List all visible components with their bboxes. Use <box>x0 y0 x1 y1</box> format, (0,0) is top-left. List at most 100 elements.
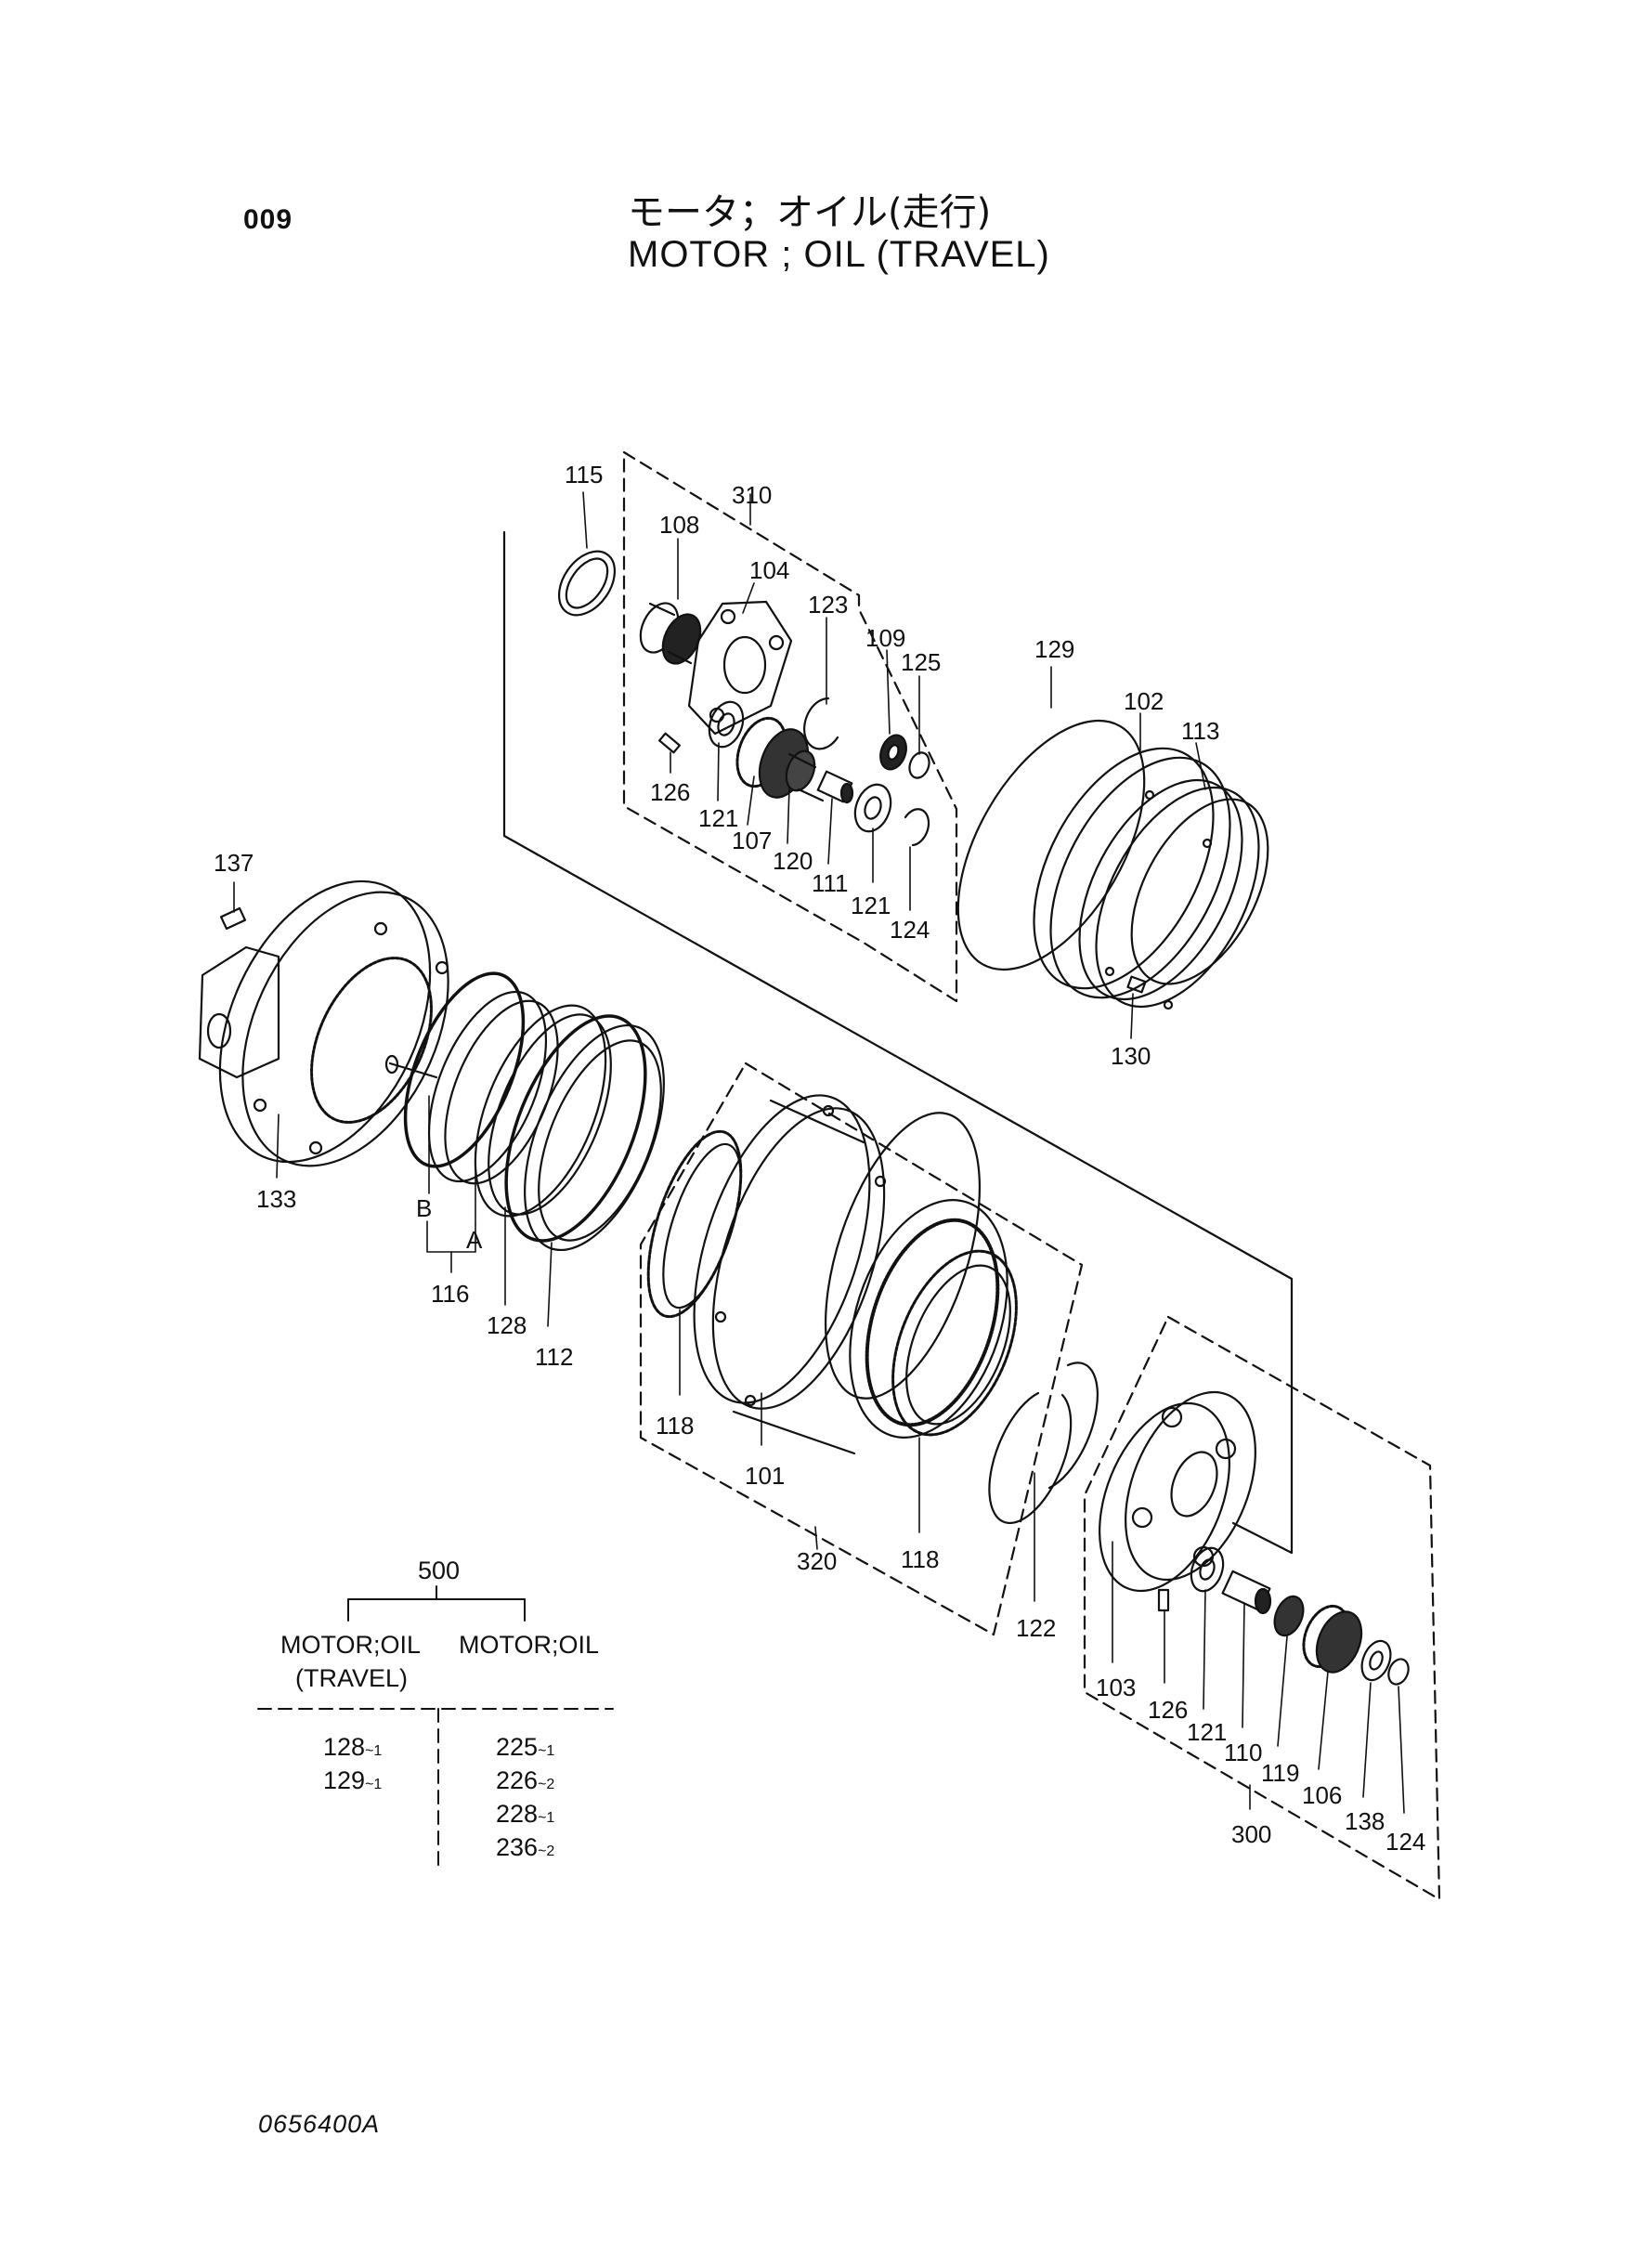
label-116: 116 <box>431 1280 469 1308</box>
snap-ring-122 <box>988 1391 1073 1525</box>
kit-right-row-4-part: 236 <box>496 1833 538 1861</box>
kit-right-row-3-part: 228 <box>496 1800 538 1828</box>
label-110: 110 <box>1224 1739 1262 1766</box>
washer-121-carrier <box>1190 1546 1225 1593</box>
label-121-middle: 121 <box>851 892 891 919</box>
kit-left-heading-1: MOTOR;OIL <box>280 1631 421 1659</box>
kit-right-row-1: 225~1 <box>496 1733 554 1761</box>
kit-table: 500 MOTOR;OIL (TRAVEL) MOTOR;OIL 128~1 1… <box>280 1557 599 1861</box>
gear-106 <box>1302 1604 1363 1674</box>
seal-ring-115 <box>557 550 617 617</box>
kit-left-row-1-qty: ~1 <box>365 1743 382 1759</box>
kit-right-row-3-qty: ~1 <box>538 1810 554 1826</box>
label-A: A <box>466 1226 483 1254</box>
ring-124-lower <box>1387 1658 1410 1686</box>
label-126-lower: 126 <box>1148 1696 1188 1724</box>
kit-right-row-1-qty: ~1 <box>538 1743 554 1759</box>
leader-lines <box>233 491 1405 1814</box>
kit-table-lines <box>257 1585 614 1866</box>
label-113: 113 <box>1181 717 1219 745</box>
label-128: 128 <box>487 1311 527 1339</box>
label-101: 101 <box>745 1462 785 1490</box>
kit-right-heading: MOTOR;OIL <box>459 1631 599 1659</box>
group-310-boundary <box>622 450 958 1003</box>
kit-right-row-2-qty: ~2 <box>538 1777 554 1792</box>
label-119: 119 <box>1261 1759 1299 1787</box>
label-120: 120 <box>773 847 813 875</box>
kit-left-row-1: 128~1 <box>323 1733 382 1761</box>
label-118-left: 118 <box>656 1412 694 1440</box>
bearing-118-right <box>891 1249 1018 1437</box>
pin-111 <box>816 770 854 804</box>
page-number: 009 <box>243 204 293 235</box>
label-320: 320 <box>797 1547 837 1575</box>
label-121-upper: 121 <box>698 804 738 832</box>
title-japanese: モータ；オイル(走行) <box>628 191 992 234</box>
pin-126-lower <box>1157 1588 1170 1612</box>
label-138: 138 <box>1345 1807 1385 1835</box>
shaft-gear-120 <box>785 749 825 802</box>
snap-ring-124-upper <box>904 808 930 847</box>
bearing-112 <box>504 1014 665 1252</box>
label-122: 122 <box>1016 1614 1056 1642</box>
part-number-labels: 115 310 108 104 123 109 125 129 102 113 … <box>214 461 1425 1856</box>
label-107: 107 <box>732 827 772 854</box>
snap-ring-outer <box>1047 1362 1099 1490</box>
label-111: 111 <box>812 869 849 897</box>
ring-125 <box>908 751 930 779</box>
label-123: 123 <box>808 591 848 619</box>
label-103: 103 <box>1096 1674 1136 1701</box>
bearing-109 <box>879 734 907 771</box>
washer-121-lower <box>853 783 892 833</box>
label-108: 108 <box>659 511 699 539</box>
label-300: 300 <box>1231 1820 1271 1848</box>
label-121-lower: 121 <box>1187 1718 1227 1746</box>
kit-right-row-4: 236~2 <box>496 1833 554 1861</box>
label-130: 130 <box>1111 1042 1151 1070</box>
gear-108 <box>639 602 702 665</box>
label-126-upper: 126 <box>650 778 690 806</box>
pin-126 <box>658 732 681 754</box>
kit-right-row-2-part: 226 <box>496 1766 538 1794</box>
label-125: 125 <box>901 648 941 676</box>
kit-right-row-4-qty: ~2 <box>538 1844 554 1859</box>
label-115: 115 <box>565 461 603 489</box>
o-ring-129 <box>956 719 1146 971</box>
label-104: 104 <box>749 556 789 584</box>
group-320-boundary <box>639 1062 1084 1636</box>
snap-ring-123 <box>803 697 839 750</box>
washer-138 <box>1360 1639 1392 1682</box>
kit-number: 500 <box>418 1557 460 1584</box>
label-133: 133 <box>256 1185 296 1213</box>
document-code: 0656400A <box>258 2110 381 2138</box>
carrier-103 <box>1099 1390 1256 1593</box>
label-124-upper: 124 <box>890 916 930 944</box>
kit-right-row-3: 228~1 <box>496 1800 554 1828</box>
label-129: 129 <box>1034 635 1074 663</box>
kit-left-heading-2: (TRAVEL) <box>295 1664 408 1692</box>
label-106: 106 <box>1302 1781 1342 1809</box>
label-102: 102 <box>1124 687 1164 715</box>
label-B: B <box>416 1194 432 1222</box>
floating-seal-116 <box>403 971 559 1185</box>
assembly-leader-frame <box>502 530 1294 1555</box>
retaining-ring-113 <box>1130 798 1269 985</box>
carrier-plate-104 <box>687 600 793 736</box>
label-112: 112 <box>535 1343 573 1371</box>
bearing-119 <box>1273 1595 1305 1637</box>
housing-101 <box>693 1094 1008 1455</box>
title-english: MOTOR ; OIL (TRAVEL) <box>628 234 1050 275</box>
hub-102 <box>1033 747 1260 1010</box>
kit-left-row-1-part: 128 <box>323 1733 365 1761</box>
bearing-118-left <box>646 1129 743 1319</box>
label-137: 137 <box>214 849 254 877</box>
kit-right-row-2: 226~2 <box>496 1766 554 1794</box>
label-310: 310 <box>732 481 772 509</box>
group-300-boundary <box>1083 1315 1441 1901</box>
motor-housing-133 <box>198 879 449 1167</box>
plug-130 <box>1126 975 1147 994</box>
nameplate-137 <box>219 906 247 931</box>
label-118-right: 118 <box>901 1545 939 1573</box>
kit-right-row-1-part: 225 <box>496 1733 538 1761</box>
